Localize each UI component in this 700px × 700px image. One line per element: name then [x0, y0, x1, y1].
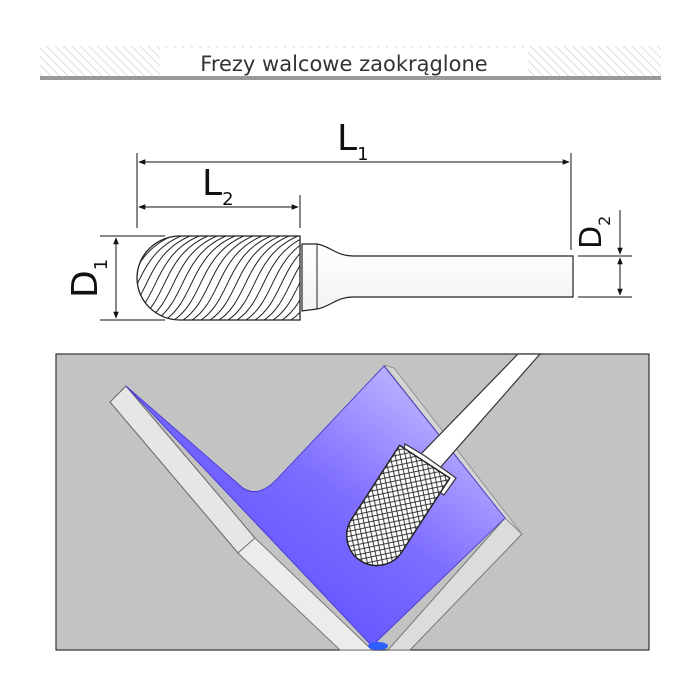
- flute-line: [137, 236, 191, 320]
- dimension-d1-letter: D: [65, 270, 106, 298]
- flute-line: [164, 236, 236, 320]
- dimension-label-d2: D2: [574, 216, 614, 249]
- burr-technical-drawing: L1 L2 D1 D2: [65, 118, 632, 321]
- dimension-l1-index: 1: [357, 144, 368, 165]
- flute-line: [245, 236, 300, 320]
- dimension-label-l2: L2: [202, 163, 234, 210]
- flute-line: [218, 236, 290, 320]
- flute-line: [137, 236, 173, 320]
- flute-line: [173, 236, 245, 320]
- dimension-l2-letter: L: [202, 163, 222, 204]
- flute-line: [200, 236, 272, 320]
- cavity-bottom-glow: [368, 642, 388, 650]
- bevel-left-lower: [237, 537, 374, 651]
- dimension-label-d1: D1: [65, 259, 112, 298]
- page-title: Frezy walcowe zaokrąglone: [200, 52, 487, 76]
- workpiece-illustration: [55, 353, 650, 651]
- flute-line: [146, 236, 218, 320]
- flute-line: [209, 236, 281, 320]
- burr-cutting-head: [136, 235, 301, 321]
- dimension-label-l1: L1: [337, 118, 369, 165]
- flute-line: [254, 236, 300, 320]
- flute-line: [155, 236, 227, 320]
- flute-line: [290, 236, 300, 320]
- flute-line: [272, 236, 300, 320]
- dimension-d2-letter: D: [574, 226, 609, 249]
- flute-line: [236, 236, 300, 320]
- dimension-d2-index: 2: [595, 216, 614, 226]
- dimension-l1-letter: L: [337, 118, 357, 159]
- flute-line: [227, 236, 299, 320]
- title-band: Frezy walcowe zaokrąglone: [40, 46, 661, 80]
- burr-shank: [301, 243, 574, 312]
- illustration-burr-head: [346, 444, 451, 567]
- illustration-head-crosshatch: [346, 444, 451, 567]
- dimension-l2-index: 2: [222, 189, 233, 210]
- flute-line: [263, 236, 300, 320]
- dimension-d1-index: 1: [91, 259, 112, 270]
- flute-line: [137, 236, 182, 320]
- title-label-background: [160, 48, 528, 76]
- flute-line: [191, 236, 263, 320]
- flute-line: [182, 236, 254, 320]
- flute-line: [281, 236, 300, 320]
- title-underline: [40, 76, 661, 80]
